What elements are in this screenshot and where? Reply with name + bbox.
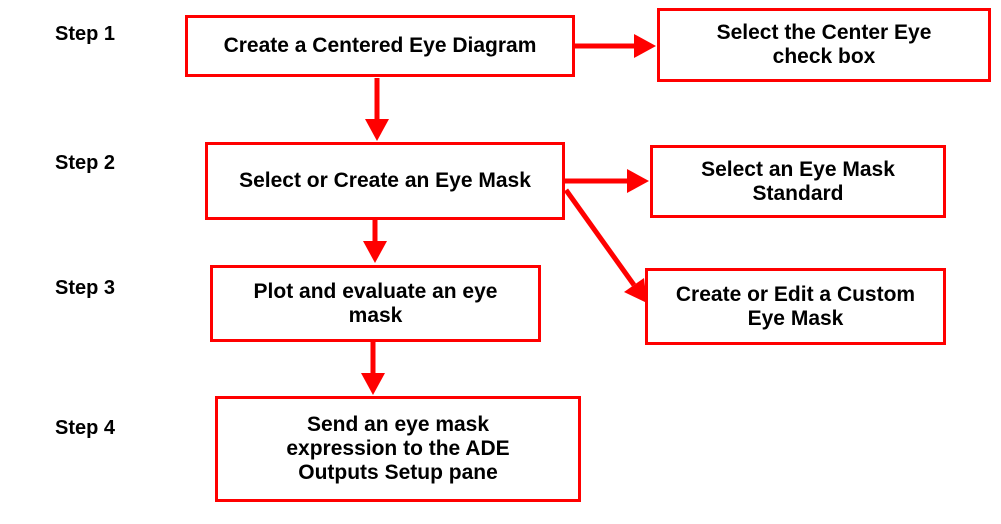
step-label-2: Step 2: [55, 152, 116, 174]
flow-box-select-center-eye-checkbox: Select the Center Eye check box: [657, 8, 991, 82]
flow-box-plot-and-evaluate-eye-mask: Plot and evaluate an eye mask: [210, 265, 541, 342]
flow-box-select-or-create-eye-mask: Select or Create an Eye Mask: [205, 142, 565, 220]
flow-box-text: Send an eye mask: [306, 413, 490, 436]
flow-box-text: Standard: [752, 181, 844, 205]
arrow-step1-down-icon: [365, 78, 389, 141]
step-label-1: Step 1: [55, 23, 116, 45]
flow-box-create-centered-eye-diagram: Create a Centered Eye Diagram: [185, 15, 575, 77]
arrow-step2-down-icon: [363, 220, 387, 263]
flow-box-text: Select an Eye Mask: [701, 157, 895, 181]
flow-box-text: Create or Edit a Custom: [675, 282, 916, 306]
flow-box-text: Select or Create an Eye Mask: [239, 169, 531, 192]
flow-box-text: expression to the ADE: [286, 437, 510, 460]
arrow-step2-to-custom-icon: [563, 188, 647, 303]
flow-box-text: check box: [772, 45, 876, 68]
flow-box-text: mask: [348, 303, 403, 327]
flow-box-text: Create a Centered Eye Diagram: [223, 34, 537, 57]
flow-box-send-eye-mask-expression: Send an eye mask expression to the ADE O…: [215, 396, 581, 502]
flow-box-text: Select the Center Eye: [716, 21, 932, 44]
flow-box-text: Plot and evaluate an eye: [253, 279, 498, 303]
flow-box-create-or-edit-custom-eye-mask: Create or Edit a Custom Eye Mask: [645, 268, 946, 345]
flow-box-text: Outputs Setup pane: [298, 461, 498, 484]
arrow-step1-to-side-icon: [575, 34, 656, 58]
step-label-3: Step 3: [55, 277, 116, 299]
arrow-step3-down-icon: [361, 342, 385, 395]
arrow-step2-to-standard-icon: [565, 169, 649, 193]
flow-box-select-eye-mask-standard: Select an Eye Mask Standard: [650, 145, 946, 218]
step-label-4: Step 4: [55, 417, 116, 439]
flow-box-text: Eye Mask: [747, 306, 844, 330]
